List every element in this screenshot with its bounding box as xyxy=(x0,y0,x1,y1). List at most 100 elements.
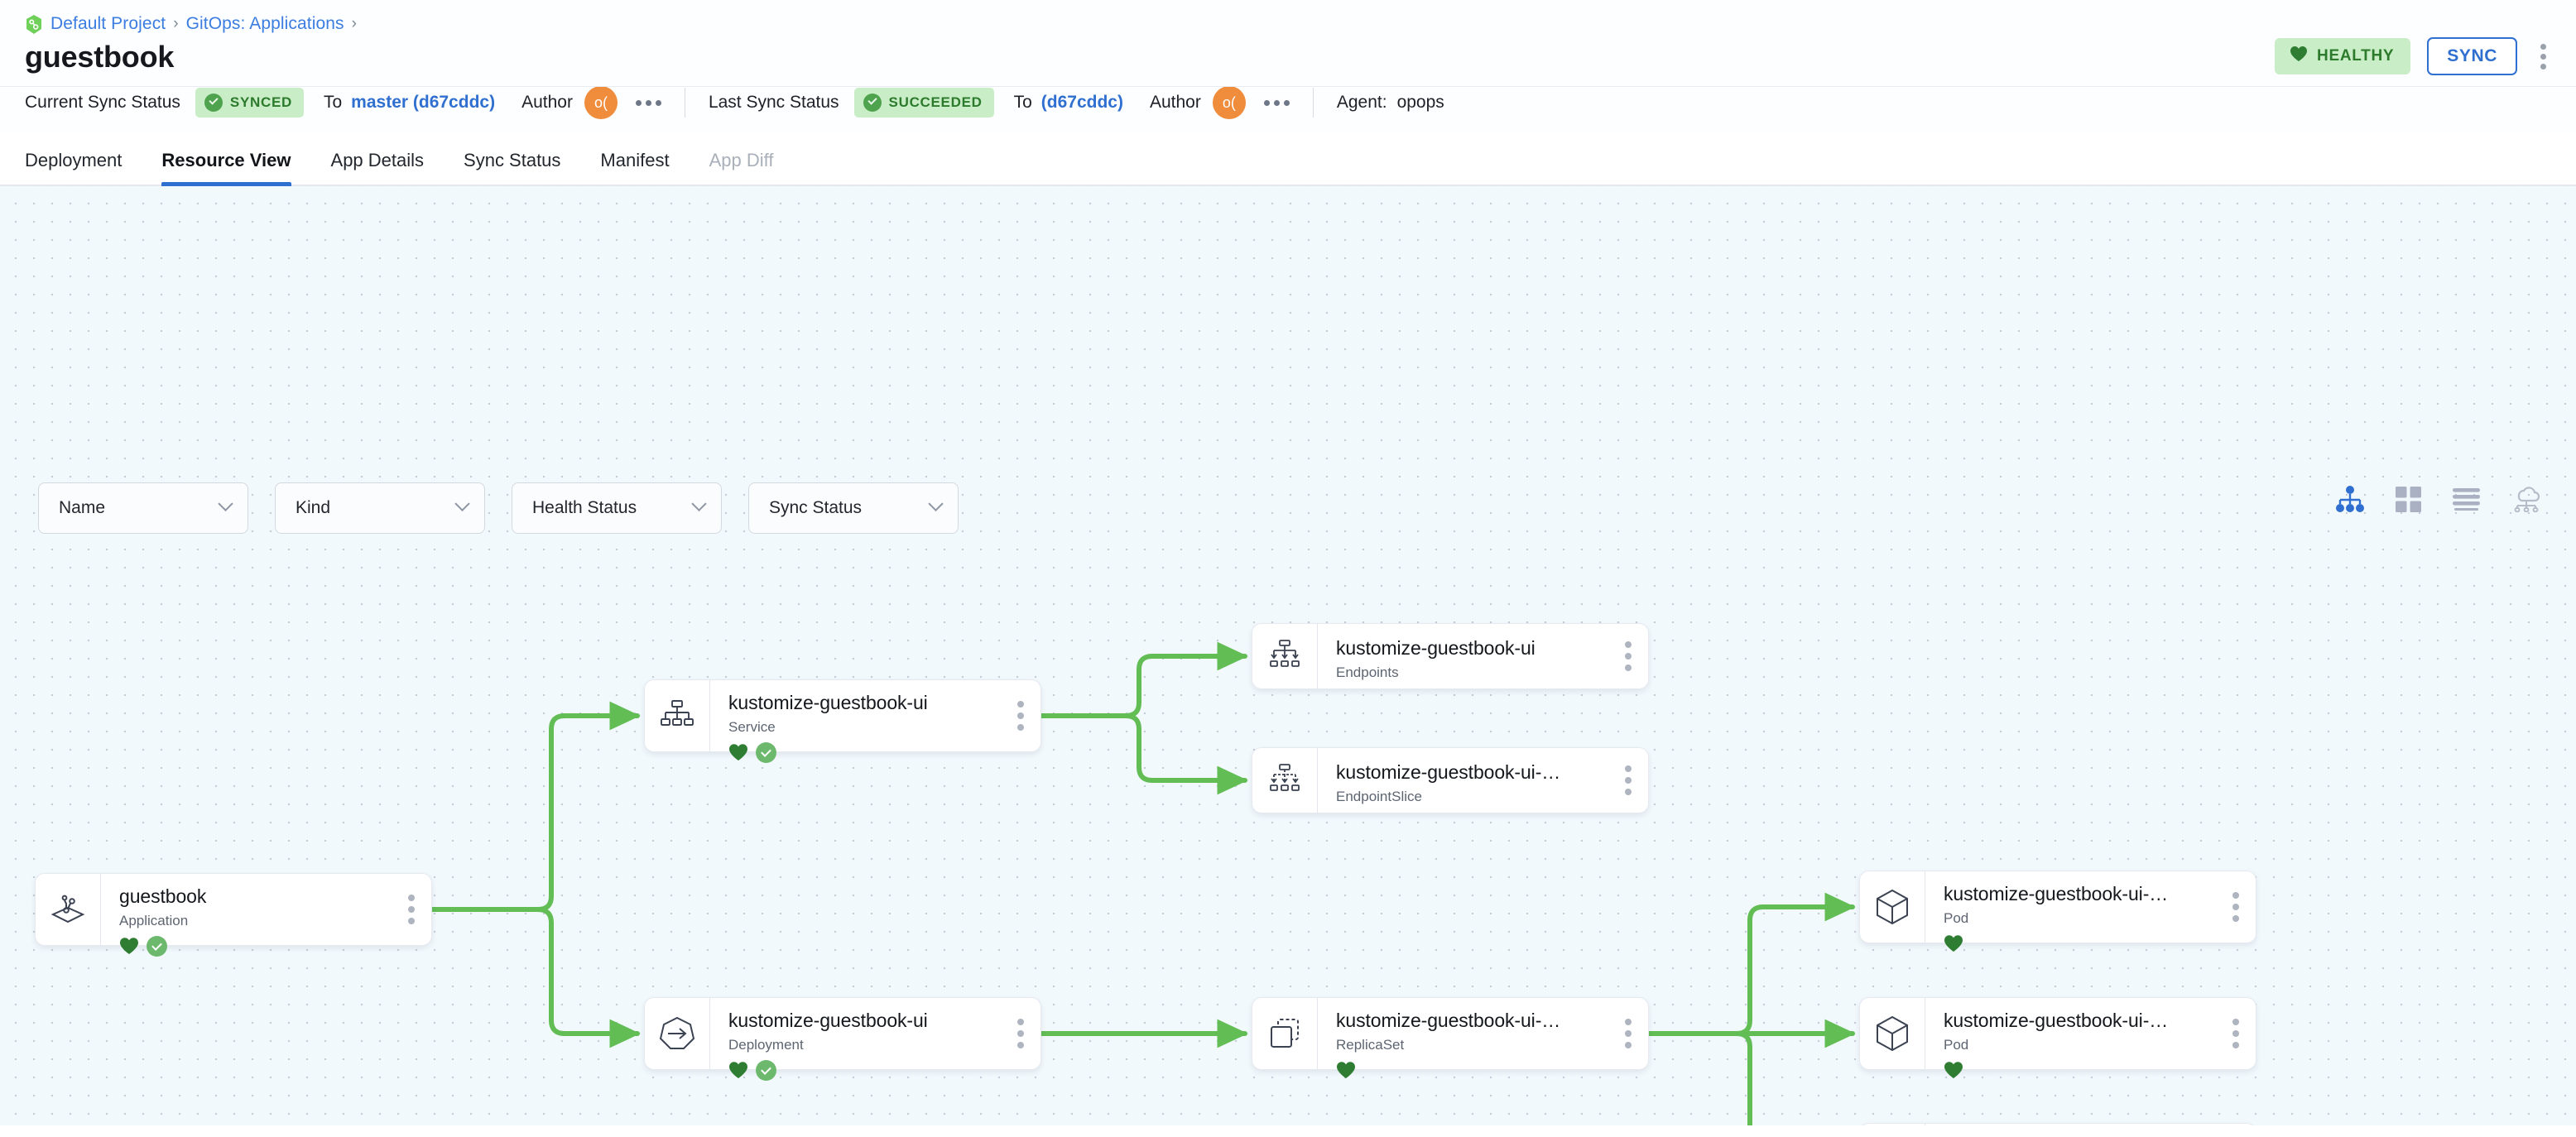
health-heart-icon xyxy=(728,743,748,761)
node-menu-icon[interactable] xyxy=(2232,1019,2239,1048)
tab-bar: Deployment Resource View App Details Syn… xyxy=(0,133,2576,186)
resource-graph-canvas[interactable]: Name Kind Health Status Sync Status xyxy=(0,186,2576,1125)
graph-edges xyxy=(430,641,1856,1125)
node-badges xyxy=(728,741,1040,763)
tab-deployment[interactable]: Deployment xyxy=(25,150,123,170)
node-badges xyxy=(1944,933,2256,954)
last-sync-revision-link[interactable]: (d67cddc) xyxy=(1040,93,1123,112)
filter-kind-label: Kind xyxy=(296,498,331,517)
health-heart-icon xyxy=(1336,1061,1356,1079)
endpoints-icon xyxy=(1252,624,1317,688)
network-view-icon[interactable] xyxy=(2511,486,2541,516)
node-name: kustomize-guestbook-ui-… xyxy=(1336,1010,1561,1031)
list-view-icon[interactable] xyxy=(2453,487,2480,515)
check-circle-icon xyxy=(863,94,882,112)
sync-ok-icon xyxy=(147,935,167,957)
node-kind: Application xyxy=(119,913,189,928)
graph-node-endpoints[interactable]: kustomize-guestbook-ui Endpoints xyxy=(1252,623,1649,689)
filter-bar: Name Kind Health Status Sync Status xyxy=(38,482,959,534)
filter-sync-status-select[interactable]: Sync Status xyxy=(748,482,959,534)
health-heart-icon xyxy=(1944,1061,1963,1079)
current-sync-more-icon[interactable] xyxy=(635,99,661,106)
graph-node-endpointslice[interactable]: kustomize-guestbook-ui-… EndpointSlice xyxy=(1252,747,1649,813)
status-badge-healthy: HEALTHY xyxy=(2275,38,2411,74)
graph-node-pod-3[interactable]: kustomize-guestbook-ui-… Pod xyxy=(1859,1123,2256,1125)
resource-tree: guestbook Application xyxy=(0,186,2576,1125)
current-sync-revision-link[interactable]: master (d67cddc) xyxy=(351,93,496,112)
node-badges xyxy=(119,935,431,957)
chevron-down-icon xyxy=(454,496,470,511)
agent-value: opops xyxy=(1396,93,1444,112)
graph-node-replicaset[interactable]: kustomize-guestbook-ui-… ReplicaSet xyxy=(1252,997,1649,1078)
pod-icon xyxy=(1860,1124,1925,1125)
node-kind: EndpointSlice xyxy=(1336,789,1422,804)
graph-node-pod-1[interactable]: kustomize-guestbook-ui-… Pod xyxy=(1859,871,2256,952)
health-heart-icon xyxy=(1944,934,1963,952)
sync-ok-icon xyxy=(756,741,776,763)
health-heart-icon xyxy=(119,937,139,955)
filter-health-status-label: Health Status xyxy=(532,498,637,517)
node-menu-icon[interactable] xyxy=(408,895,415,924)
node-name: guestbook xyxy=(119,885,207,907)
header-actions: HEALTHY SYNC xyxy=(2275,37,2553,75)
tab-resource-view[interactable]: Resource View xyxy=(142,150,310,186)
node-kind: Service xyxy=(728,719,776,735)
node-kind: Pod xyxy=(1944,910,1969,926)
application-icon xyxy=(36,874,100,945)
node-menu-icon[interactable] xyxy=(1017,1019,1024,1048)
node-kind: ReplicaSet xyxy=(1336,1037,1405,1053)
last-sync-more-icon[interactable] xyxy=(1263,99,1290,106)
last-sync-to-label: To xyxy=(1013,93,1032,112)
node-menu-icon[interactable] xyxy=(1625,1019,1632,1048)
node-name: kustomize-guestbook-ui-… xyxy=(1944,883,2169,904)
tab-manifest[interactable]: Manifest xyxy=(600,150,670,170)
filter-kind-select[interactable]: Kind xyxy=(275,482,485,534)
avatar[interactable]: o( xyxy=(584,86,618,119)
node-menu-icon[interactable] xyxy=(2232,892,2239,922)
breadcrumb: Default Project › GitOps: Applications › xyxy=(25,0,2551,34)
node-badges xyxy=(1944,1059,2256,1081)
filter-health-status-select[interactable]: Health Status xyxy=(512,482,722,534)
graph-node-service[interactable]: kustomize-guestbook-ui Service xyxy=(644,679,1041,763)
current-sync-author-label: Author xyxy=(521,93,573,112)
last-sync-badge-label: SUCCEEDED xyxy=(888,94,983,110)
node-menu-icon[interactable] xyxy=(1625,641,1632,671)
tab-app-diff: App Diff xyxy=(709,150,774,170)
breadcrumb-item-gitops-applications[interactable]: GitOps: Applications xyxy=(185,14,344,33)
tree-view-icon[interactable] xyxy=(2336,486,2364,516)
graph-node-pod-2[interactable]: kustomize-guestbook-ui-… Pod xyxy=(1859,997,2256,1078)
filter-sync-status-label: Sync Status xyxy=(769,498,863,517)
node-name: kustomize-guestbook-ui xyxy=(728,692,928,713)
node-badges xyxy=(1336,1059,1648,1081)
pod-icon xyxy=(1860,998,1925,1069)
chevron-down-icon xyxy=(928,496,944,511)
service-icon xyxy=(645,680,709,751)
current-sync-badge-label: SYNCED xyxy=(229,94,292,110)
breadcrumb-item-default-project[interactable]: Default Project xyxy=(50,14,166,33)
tab-app-details[interactable]: App Details xyxy=(330,150,425,170)
graph-node-application[interactable]: guestbook Application xyxy=(35,873,432,957)
node-kind: Pod xyxy=(1944,1037,1969,1053)
avatar[interactable]: o( xyxy=(1212,86,1246,119)
agent-label: Agent: xyxy=(1336,93,1387,112)
health-heart-icon xyxy=(728,1061,748,1079)
divider xyxy=(1312,88,1314,118)
check-circle-icon xyxy=(204,94,223,112)
grid-view-icon[interactable] xyxy=(2396,486,2421,516)
node-menu-icon[interactable] xyxy=(1017,701,1024,731)
current-sync-status-badge: SYNCED xyxy=(195,88,304,118)
header-overflow-menu-icon[interactable] xyxy=(2534,39,2553,74)
node-kind: Deployment xyxy=(728,1037,804,1053)
health-badge-label: HEALTHY xyxy=(2317,47,2395,65)
tab-sync-status[interactable]: Sync Status xyxy=(464,150,561,170)
graph-node-deployment[interactable]: kustomize-guestbook-ui Deployment xyxy=(644,997,1041,1081)
last-sync-author-label: Author xyxy=(1149,93,1201,112)
breadcrumb-separator: › xyxy=(351,15,357,32)
breadcrumb-separator: › xyxy=(173,15,179,32)
chevron-down-icon xyxy=(691,496,707,511)
app-header: Default Project › GitOps: Applications ›… xyxy=(0,0,2576,87)
node-badges xyxy=(728,1059,1040,1081)
sync-button[interactable]: SYNC xyxy=(2427,37,2517,75)
filter-name-select[interactable]: Name xyxy=(38,482,248,534)
node-menu-icon[interactable] xyxy=(1625,765,1632,795)
